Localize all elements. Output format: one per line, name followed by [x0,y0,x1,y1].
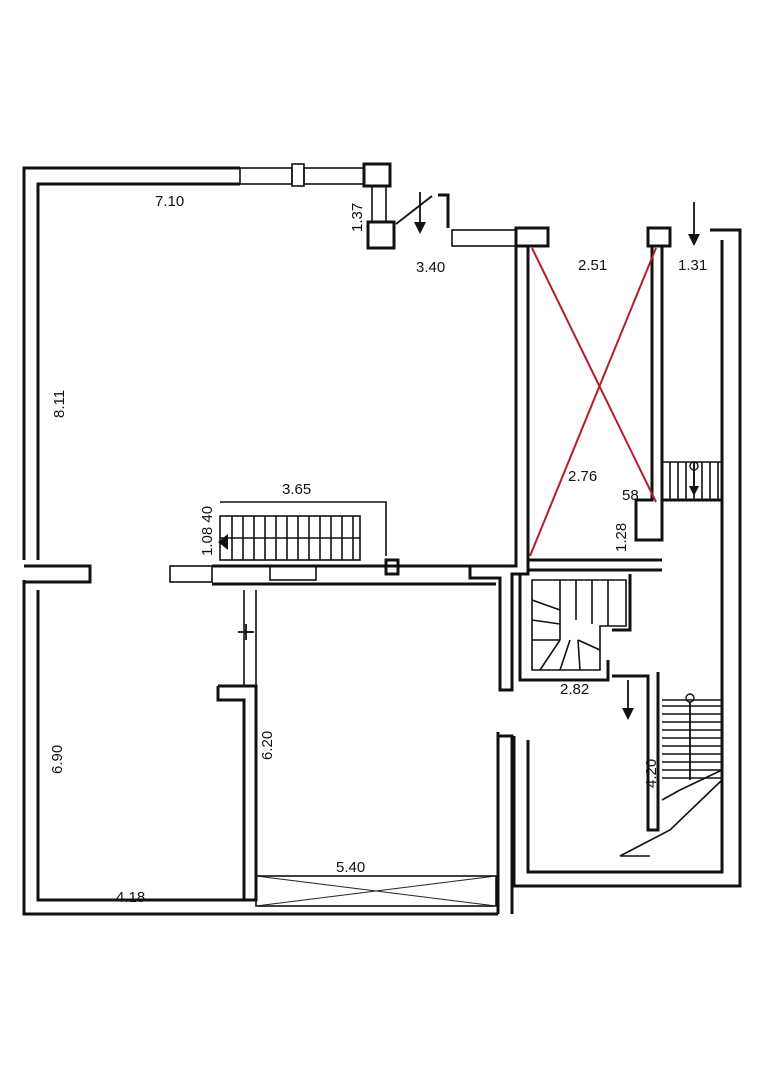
wall-right-inner [526,240,724,874]
dim-1-31: 1.31 [678,257,707,274]
stair-right-lower-treads [662,705,722,779]
dim-1-37: 1.37 [349,203,366,232]
dimension-labels: 7.10 1.37 3.40 2.51 1.31 8.11 3.65 1.08 … [49,193,707,906]
dim-4-20: 4.20 [643,759,660,788]
stair-outline-top [220,501,387,556]
balcony-hatch-2 [255,875,497,907]
void-cross [529,247,657,557]
down-arrow-icon [395,192,433,234]
wall-pier-2 [514,226,550,248]
down-arrow-icon [688,202,700,246]
void-cross-line-1 [531,247,657,503]
stair-spiral-outline [531,579,627,671]
wall-top-right [512,228,742,888]
window-internal [269,565,317,581]
stair-right-lower-ramp [619,779,723,857]
wall-lower-right [612,672,660,832]
wall-stub-left [24,564,92,584]
down-arrow-icon [622,680,634,720]
stair-right-lower-outline [661,699,723,801]
wall-top-left-inner [36,182,240,560]
window-top-3 [451,229,517,247]
window-top-2 [303,167,365,185]
wall-left-bottom [22,580,498,916]
wall-stub-mid [384,558,400,576]
balcony-frame [255,875,497,907]
dim-2-51: 2.51 [578,257,607,274]
interior-walls [24,246,722,902]
dim-6-90: 6.90 [49,745,66,774]
stairs-spiral [531,579,627,671]
dim-2-82: 2.82 [560,681,589,698]
wall-top-left [22,166,240,560]
wall-corner-top [362,162,392,188]
wall-pier-1 [366,220,396,250]
stair-direction-icon [218,534,228,550]
wall-pier-3 [646,226,672,248]
dim-3-65: 3.65 [282,481,311,498]
wall-corridor [216,684,258,902]
window-top-1 [239,167,293,185]
outer-walls [22,162,742,916]
level-marker-icon [689,461,699,496]
dim-7-10: 7.10 [155,193,184,210]
level-marker-icon [685,693,695,780]
window-side [371,185,387,223]
dim-5-40: 5.40 [336,859,365,876]
door-frame-left [169,565,213,583]
dim-58: 58 [622,487,639,504]
dim-3-40: 3.40 [416,259,445,276]
dim-2-76: 2.76 [568,468,597,485]
window-mullion [291,163,305,187]
dim-4-18: 4.18 [116,889,145,906]
dim-6-20: 6.20 [259,731,276,760]
void-cross-line-2 [529,247,657,557]
direction-marker-icon [238,624,254,640]
wall-bottom-right [496,734,514,914]
entry-arrows [218,192,700,780]
wall-void-right [634,246,664,542]
dim-1-08-40: 1.08 40 [199,506,216,556]
balcony-bottom [255,875,497,907]
dim-8-11: 8.11 [51,390,68,418]
stair-main-tread-lines [220,516,360,560]
wall-stair-core [518,574,610,682]
stair-spiral-treads [531,580,609,671]
wall-stair-core-right [612,574,632,632]
wall-top-mid [438,193,450,228]
dim-1-28: 1.28 [613,523,630,552]
wall-left-bottom-inner [36,590,244,902]
stairs-main [219,501,387,561]
